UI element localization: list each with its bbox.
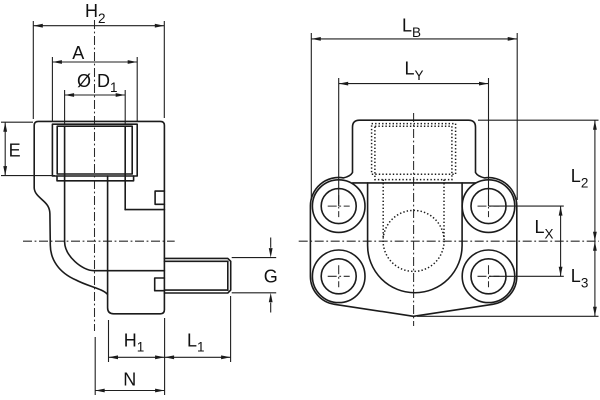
svg-text:G: G (264, 266, 278, 286)
svg-text:A: A (72, 43, 84, 63)
svg-text:E: E (9, 140, 21, 160)
svg-text:N: N (123, 370, 136, 390)
svg-text:Ø: Ø (77, 71, 91, 91)
